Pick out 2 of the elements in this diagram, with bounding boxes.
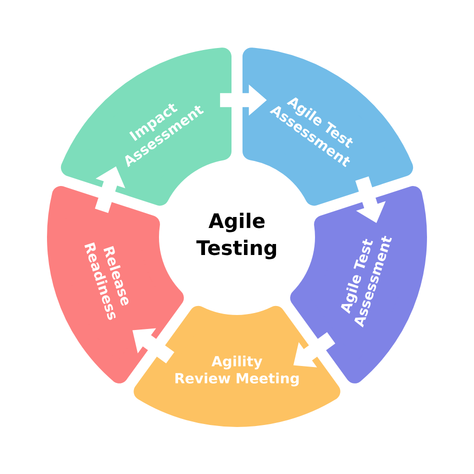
ring-segment: Agility Review Meeting [134,306,340,427]
center-title: Agile Testing [196,212,276,260]
